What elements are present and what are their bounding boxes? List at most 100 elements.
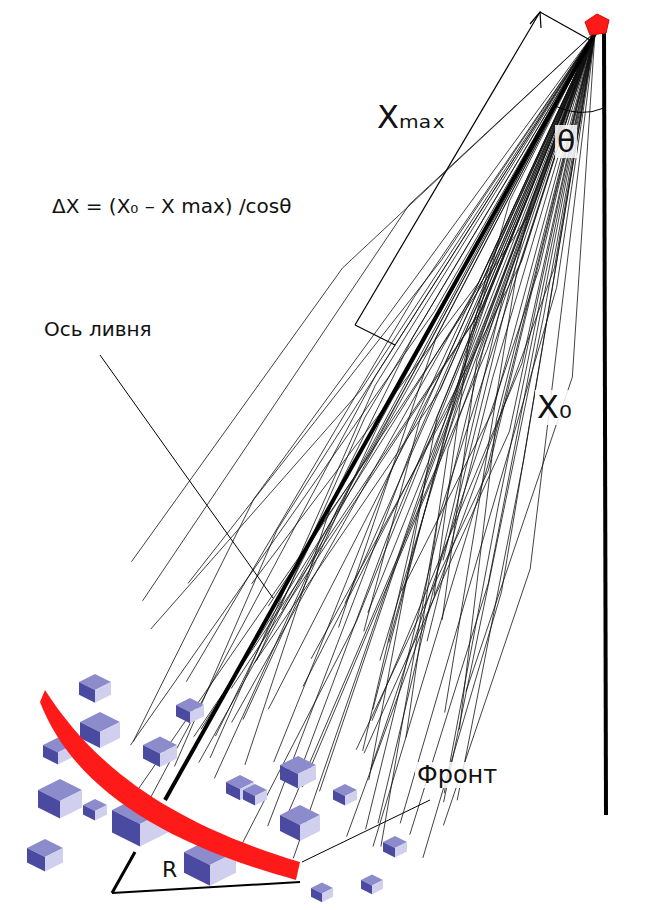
cube-face — [160, 745, 177, 767]
particle-track — [457, 32, 595, 800]
cube-face — [226, 782, 240, 800]
cube-face — [280, 765, 298, 788]
cube-face — [333, 790, 345, 806]
shower-axis — [165, 30, 597, 800]
cube-face — [298, 765, 316, 788]
particle-track — [268, 32, 595, 826]
detector-cube — [361, 875, 383, 895]
radius-base-line — [112, 882, 300, 893]
radius-label: R — [160, 858, 179, 882]
particle-track — [371, 32, 595, 769]
detector-cube — [83, 799, 107, 821]
particle-track — [236, 32, 595, 856]
particle-track — [339, 32, 596, 628]
detector-cube — [383, 836, 407, 858]
particle-track — [303, 32, 595, 686]
particle-track — [442, 32, 595, 620]
particle-track — [130, 32, 595, 836]
cube-face — [112, 810, 140, 846]
theta-arc — [555, 106, 604, 113]
particle-track — [368, 32, 595, 613]
detector-cube — [333, 784, 357, 806]
cube-face — [83, 805, 95, 821]
axis-label: Ось ливня — [42, 318, 154, 340]
particle-track — [381, 32, 595, 847]
particle-track — [268, 32, 595, 709]
particle-track — [356, 32, 595, 750]
formula-label: ΔX = (X₀ – X max) /cosθ — [50, 195, 294, 217]
particle-track — [139, 32, 595, 789]
detector-cube — [79, 674, 111, 703]
radius-line — [112, 852, 135, 893]
xmax-label: Xₘₐₓ — [375, 100, 448, 135]
particle-track — [131, 32, 596, 745]
particle-track — [286, 32, 595, 819]
particle-track — [369, 32, 595, 780]
particle-track — [406, 32, 595, 738]
particle-track — [347, 32, 595, 837]
particle-track — [274, 32, 595, 762]
cube-face — [95, 805, 107, 821]
vertical-line — [604, 28, 606, 815]
x0-label: X₀ — [535, 390, 574, 425]
particle-track — [151, 32, 595, 629]
particle-track — [410, 32, 595, 835]
particle-track — [372, 32, 595, 721]
cube-face — [100, 722, 120, 748]
cube-face — [60, 790, 82, 819]
cube-face — [79, 682, 95, 703]
particle-track — [293, 32, 595, 858]
detector-cube — [280, 756, 316, 788]
front-label: Фронт — [415, 762, 499, 788]
detector-cube — [280, 805, 320, 841]
particle-track — [400, 32, 595, 823]
particle-track — [143, 32, 595, 601]
particle-track — [252, 32, 595, 584]
detector-cube — [311, 883, 333, 903]
detector-cube — [243, 784, 267, 806]
detector-cube — [38, 779, 82, 819]
particle-track — [423, 32, 595, 858]
particle-track — [378, 32, 595, 823]
front-leader-line — [302, 800, 430, 862]
particle-track — [232, 32, 595, 723]
cube-face — [243, 790, 255, 806]
particle-track — [466, 32, 595, 691]
particle-track — [364, 32, 595, 631]
cube-face — [27, 848, 45, 871]
detector-cube — [176, 698, 204, 723]
cube-face — [184, 852, 210, 886]
cube-face — [395, 842, 407, 858]
particle-track — [427, 32, 595, 641]
cube-face — [345, 790, 357, 806]
detector-cube — [143, 737, 177, 768]
xmax-tick — [540, 12, 590, 40]
xmax-arrowhead — [530, 12, 541, 28]
cube-face — [143, 745, 160, 767]
xmax-dimension — [355, 12, 540, 325]
cube-face — [45, 848, 63, 871]
cube-face — [95, 682, 111, 703]
particle-track — [373, 32, 595, 847]
axis-leader-line — [100, 355, 273, 598]
particle-track — [214, 32, 595, 778]
cube-face — [255, 790, 267, 806]
theta-label: θ — [555, 125, 577, 158]
cube-face — [372, 880, 383, 894]
cube-face — [322, 888, 333, 902]
particle-track — [320, 32, 596, 791]
particle-track — [245, 32, 595, 765]
cube-face — [300, 815, 320, 841]
particle-track — [186, 32, 595, 682]
particle-track — [133, 32, 595, 742]
particle-track — [366, 32, 595, 829]
cube-face — [38, 790, 60, 819]
cube-face — [176, 705, 190, 723]
particle-track — [131, 32, 595, 562]
cube-face — [43, 745, 58, 765]
particle-track — [444, 32, 595, 793]
cube-face — [383, 842, 395, 858]
cube-face — [280, 815, 300, 841]
cube-face — [361, 880, 372, 894]
particle-track — [434, 32, 595, 596]
